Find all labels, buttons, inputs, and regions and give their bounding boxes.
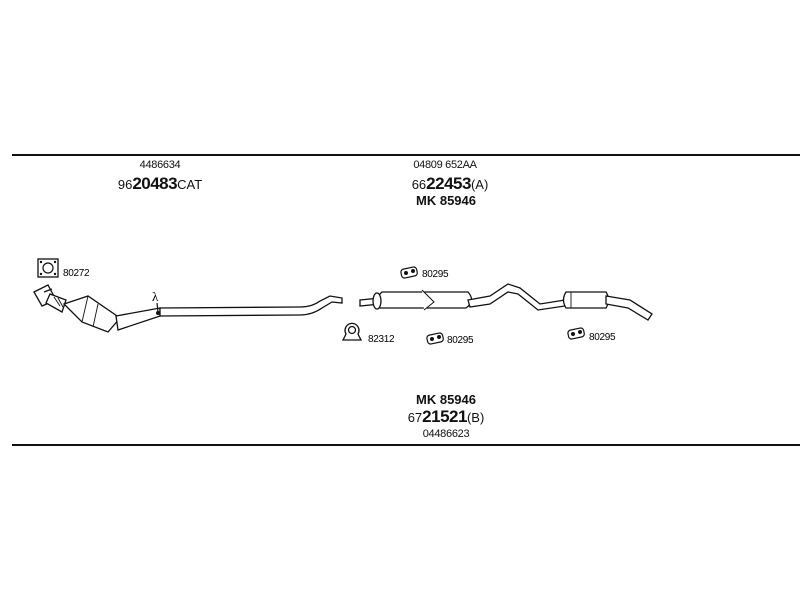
rear-part-suffix: (B) [466, 410, 485, 425]
rear-part-main: 21521 [422, 407, 467, 426]
gasket-part-code: 80272 [63, 268, 90, 279]
front-pipe [159, 295, 343, 317]
bottom-divider-line [12, 444, 800, 446]
mount-rear-part-code: 80295 [589, 332, 616, 343]
mount-top-part-code: 80295 [422, 269, 449, 280]
front-oe-number: 4486634 [139, 159, 181, 171]
rear-oe-number: 04486623 [422, 428, 470, 440]
middle-muffler [359, 283, 566, 311]
front-part-suffix: CAT [177, 177, 203, 192]
rubber-mount-icon [426, 332, 444, 345]
middle-part-suffix: (A) [470, 177, 489, 192]
rear-part-number: 6721521(B) [408, 408, 485, 426]
catalytic-converter-icon [33, 284, 161, 333]
front-part-number: 9620483CAT [118, 175, 202, 193]
clamp-part-code: 82312 [368, 334, 395, 345]
rear-muffler [562, 291, 653, 321]
gasket-icon [37, 258, 59, 278]
middle-part-number: 6622453(A) [412, 175, 489, 193]
rubber-mount-icon [400, 266, 418, 279]
clamp-icon [341, 322, 363, 341]
top-divider-line [12, 154, 800, 156]
rear-part-prefix: 67 [407, 410, 423, 425]
front-part-prefix: 96 [117, 177, 133, 192]
front-part-main: 20483 [132, 174, 178, 193]
rubber-mount-icon [567, 327, 585, 340]
lambda-sensor-symbol: λ [152, 289, 159, 304]
middle-oe-number: 04809 652AA [413, 159, 477, 171]
middle-part-main: 22453 [426, 174, 471, 193]
middle-kit-number: MK 85946 [416, 193, 476, 208]
lambda-sensor-port [156, 311, 160, 315]
mount-bottom-part-code: 80295 [447, 335, 474, 346]
middle-part-prefix: 66 [411, 177, 427, 192]
rear-kit-number: MK 85946 [416, 392, 476, 407]
lambda-sensor-line [156, 302, 159, 313]
